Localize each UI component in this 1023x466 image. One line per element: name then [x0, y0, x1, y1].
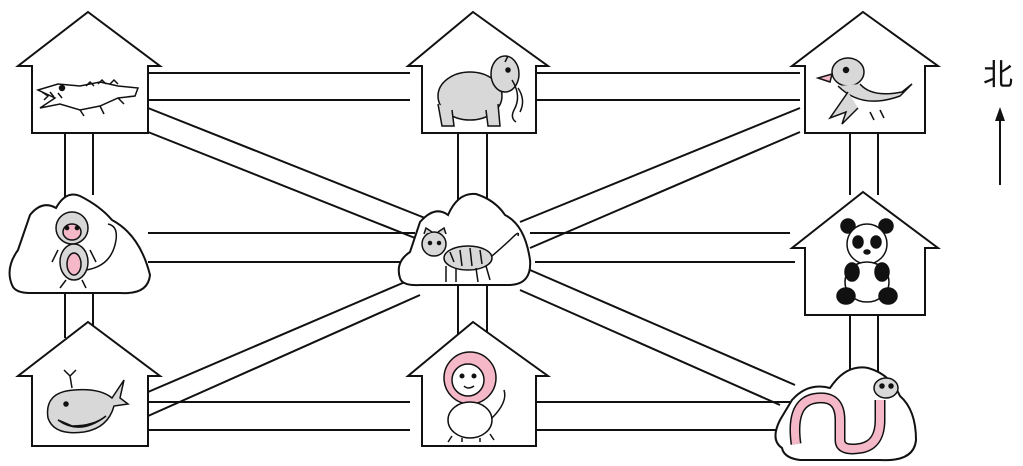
compass: 北	[978, 50, 1018, 190]
monkey-hill[interactable]	[10, 195, 150, 294]
road-tiger-panda	[530, 233, 795, 262]
lion-house[interactable]	[408, 322, 548, 446]
road-monkey-tiger	[148, 233, 415, 262]
panda-house[interactable]	[792, 192, 938, 315]
tiger-hill[interactable]	[399, 194, 530, 285]
road-lion-snake	[536, 402, 790, 430]
road-elephant-bird	[536, 73, 800, 100]
whale-house[interactable]	[18, 322, 160, 446]
road-whale-lion	[148, 402, 410, 430]
bird-house[interactable]	[792, 12, 938, 133]
north-arrow-icon	[978, 105, 1018, 190]
road-snake-tiger	[520, 270, 795, 405]
road-crocodile-elephant	[148, 73, 410, 100]
compass-label: 北	[978, 50, 1018, 94]
road-bird-tiger	[520, 108, 800, 248]
crocodile-house[interactable]	[18, 12, 160, 133]
elephant-house[interactable]	[408, 12, 548, 133]
snake-hill[interactable]	[775, 367, 916, 460]
road-whale-tiger	[148, 282, 420, 416]
road-crocodile-tiger	[148, 108, 425, 238]
